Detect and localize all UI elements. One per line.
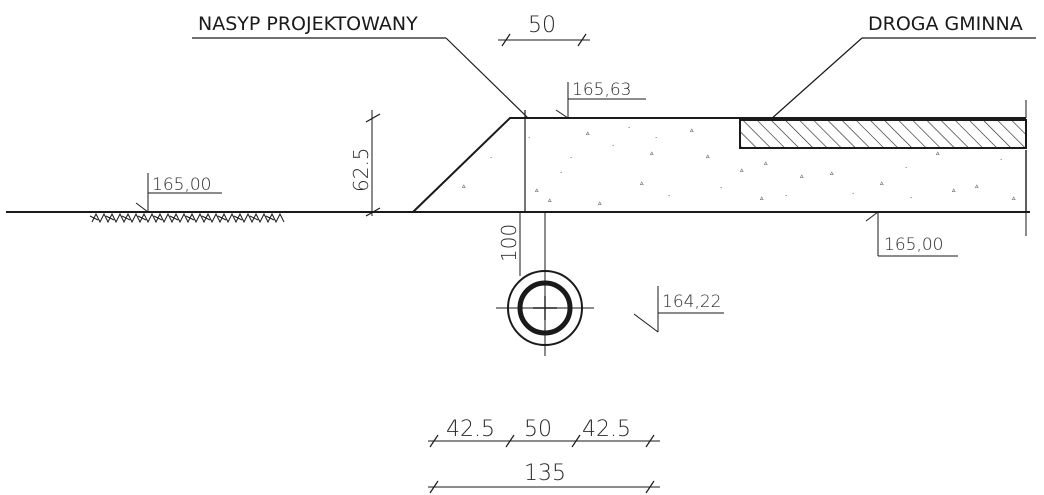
svg-text:·: ·: [720, 184, 722, 192]
svg-text:62.5: 62.5: [349, 147, 373, 192]
level-mark-embankment-top: 165,63: [555, 80, 646, 119]
svg-text:135: 135: [524, 461, 566, 486]
svg-text:164,22: 164,22: [662, 292, 721, 312]
svg-text:▵: ▵: [975, 182, 979, 190]
svg-text:50: 50: [528, 13, 556, 38]
svg-text:▵: ▵: [936, 149, 940, 157]
svg-text:▵: ▵: [706, 152, 710, 160]
svg-text:50: 50: [524, 417, 552, 442]
svg-text:▵: ▵: [462, 182, 466, 190]
svg-text:165,00: 165,00: [152, 175, 211, 195]
svg-text:▵: ▵: [640, 179, 644, 187]
svg-text:100: 100: [497, 224, 521, 262]
svg-text:▵: ▵: [760, 194, 764, 202]
svg-text:·: ·: [570, 154, 572, 162]
svg-text:▵: ▵: [800, 172, 804, 180]
svg-text:·: ·: [655, 134, 657, 142]
svg-text:▵: ▵: [830, 169, 834, 177]
svg-text:·: ·: [1000, 156, 1002, 164]
pipe-section: [496, 260, 594, 356]
svg-text:·: ·: [785, 192, 787, 200]
svg-text:42.5: 42.5: [446, 417, 495, 442]
svg-text:·: ·: [612, 142, 614, 150]
svg-text:165,63: 165,63: [572, 80, 631, 100]
svg-text:▵: ▵: [1012, 194, 1016, 202]
svg-text:▵: ▵: [740, 166, 744, 174]
svg-text:▵: ▵: [952, 186, 956, 194]
road-label: DROGA GMINNA: [868, 13, 1023, 35]
svg-text:·: ·: [905, 164, 907, 172]
natural-ground-hatch: [89, 212, 285, 224]
svg-text:▵: ▵: [650, 149, 654, 157]
dimension-pipe-total: 135: [428, 461, 660, 494]
embankment-outline: [412, 117, 1026, 213]
svg-text:▵: ▵: [535, 186, 539, 194]
road-surface-hatched: [739, 119, 1027, 149]
svg-text:·: ·: [852, 190, 854, 198]
embankment-label: NASYP PROJEKTOWANY: [198, 13, 418, 35]
level-mark-pipe-axis: 164,22: [633, 286, 724, 333]
embankment-fill-stipple: ▵·▵ ▵·▵ ▵·▵ ▵·▵ ▵·▵ ▵·▵ ▵·▵ ·▵▵ ▵·▵ ··▵ …: [462, 124, 1016, 207]
dimension-cover-depth: 100: [497, 212, 521, 276]
svg-text:·: ·: [668, 192, 670, 200]
svg-text:▵: ▵: [548, 196, 552, 204]
dimension-pipe-breakdown: 42.5 50 42.5: [428, 417, 660, 448]
svg-text:▵: ▵: [690, 126, 694, 134]
dimension-top-width: 50: [498, 13, 590, 47]
svg-text:165,00: 165,00: [884, 235, 943, 255]
svg-text:·: ·: [628, 124, 630, 132]
level-mark-ground-right: 165,00: [865, 211, 958, 257]
embankment-leader: [445, 37, 529, 119]
road-leader: [769, 37, 863, 121]
svg-text:·: ·: [910, 194, 912, 202]
svg-text:▵: ▵: [598, 199, 602, 207]
svg-text:·: ·: [560, 169, 562, 177]
svg-text:▵: ▵: [880, 179, 884, 187]
dimension-embankment-height: 62.5: [349, 110, 381, 217]
level-mark-ground-left: 165,00: [135, 173, 222, 213]
svg-text:▵: ▵: [764, 159, 768, 167]
svg-text:42.5: 42.5: [582, 417, 631, 442]
svg-text:·: ·: [490, 154, 492, 162]
svg-text:▵: ▵: [586, 129, 590, 137]
svg-text:·: ·: [528, 134, 530, 142]
